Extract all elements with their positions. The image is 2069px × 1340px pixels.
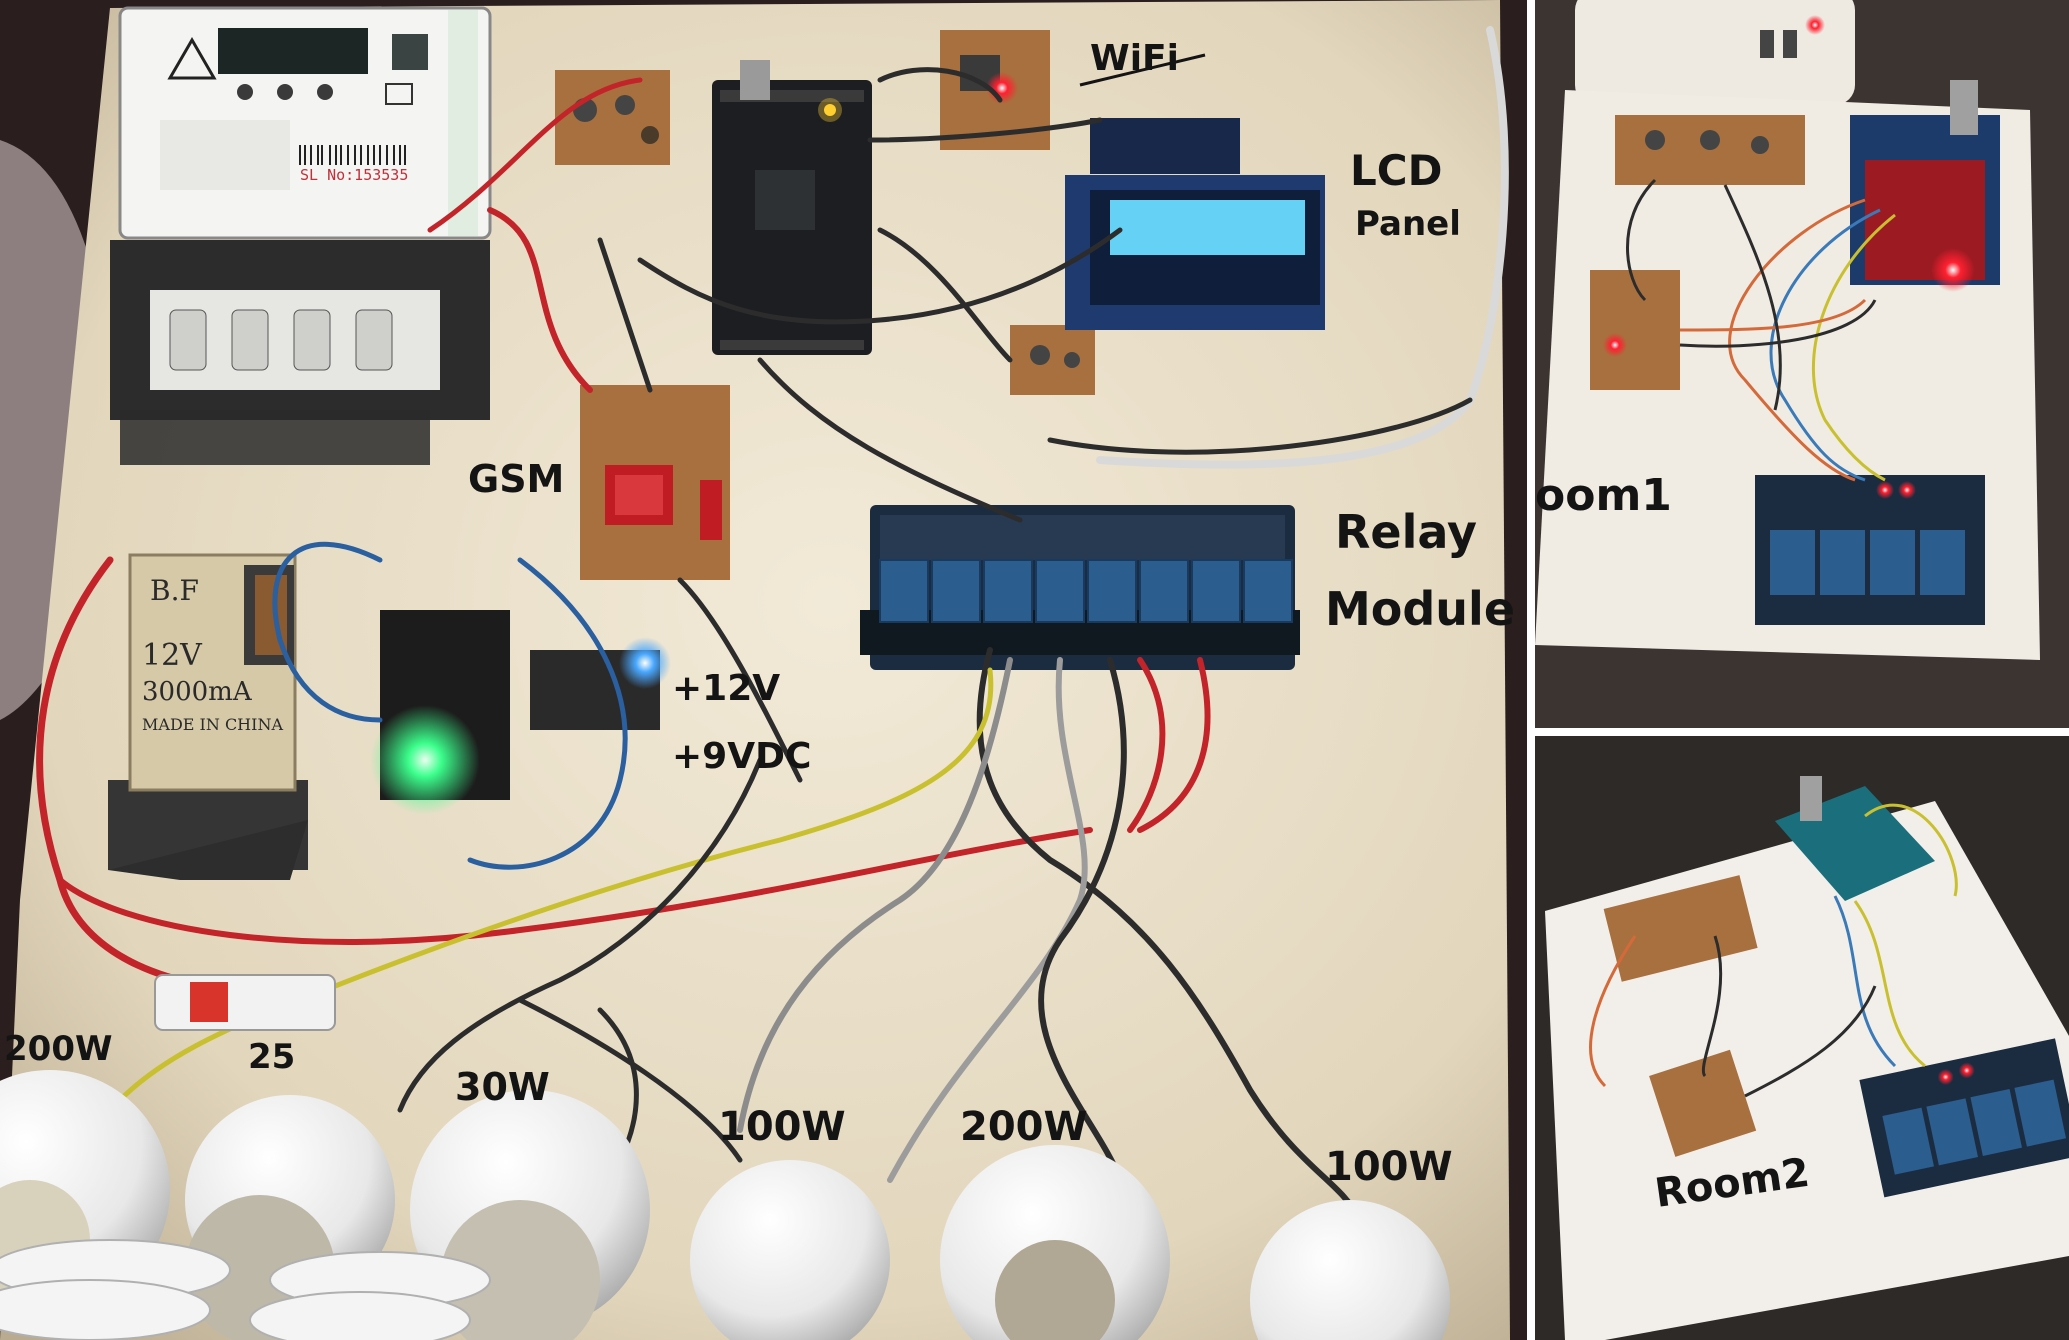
- label-lcd: LCD: [1350, 146, 1442, 195]
- microcontroller-board: [712, 60, 872, 355]
- transformer: B.F 12V 3000mA MADE IN CHINA: [108, 553, 308, 880]
- transformer-brand: B.F: [150, 574, 199, 607]
- room2-photo: Room2: [1535, 736, 2069, 1340]
- relay-module: [860, 505, 1300, 670]
- room1-drawing: oom1: [1535, 0, 2069, 728]
- main-board-drawing: SL No:153535 B.F 12V 3000mA MADE IN CHIN…: [0, 0, 1516, 1340]
- pcb-module-small: [1010, 325, 1095, 395]
- load-label-4: 100W: [718, 1104, 846, 1150]
- power-switch: [154, 974, 336, 1031]
- room1-pcb-left: [1590, 270, 1680, 390]
- label-panel: Panel: [1355, 204, 1461, 244]
- label-relay: Relay: [1335, 505, 1477, 559]
- load-label-5: 200W: [960, 1104, 1088, 1150]
- room2-pcb-mid: [1649, 1049, 1757, 1157]
- room1-photo: oom1: [1535, 0, 2069, 728]
- label-12v: +12V: [672, 668, 780, 709]
- lcd-panel: [1065, 118, 1325, 330]
- label-gsm: GSM: [468, 457, 564, 501]
- room1-label: oom1: [1535, 470, 1672, 521]
- meter-serial: SL No:153535: [300, 166, 408, 184]
- room2-arduino: [1775, 776, 1935, 901]
- bulb-holders: [0, 1070, 1450, 1340]
- room1-wiring: [1626, 178, 1896, 482]
- room1-arduino: [1850, 80, 2000, 292]
- label-module: Module: [1325, 582, 1515, 636]
- main-board-photo: SL No:153535 B.F 12V 3000mA MADE IN CHIN…: [0, 0, 1527, 1340]
- gsm-module: [580, 385, 730, 580]
- load-label-6: 100W: [1325, 1144, 1453, 1190]
- transformer-current: 3000mA: [142, 677, 253, 707]
- load-label-3: 30W: [455, 1065, 550, 1109]
- load-label-1: 200W: [4, 1029, 112, 1069]
- room2-wiring: [1589, 803, 1958, 1098]
- label-9vdc: +9VDC: [672, 736, 811, 777]
- room2-relay-module: [1859, 1038, 2069, 1198]
- load-label-2: 25: [248, 1037, 295, 1077]
- transformer-voltage: 12V: [142, 638, 203, 673]
- room1-relay-module: [1755, 475, 1985, 625]
- green-led-glow: [370, 705, 480, 815]
- blue-led-glow: [619, 637, 671, 689]
- transformer-origin: MADE IN CHINA: [142, 715, 283, 734]
- energy-meter: SL No:153535: [110, 6, 492, 465]
- room2-drawing: Room2: [1535, 736, 2069, 1340]
